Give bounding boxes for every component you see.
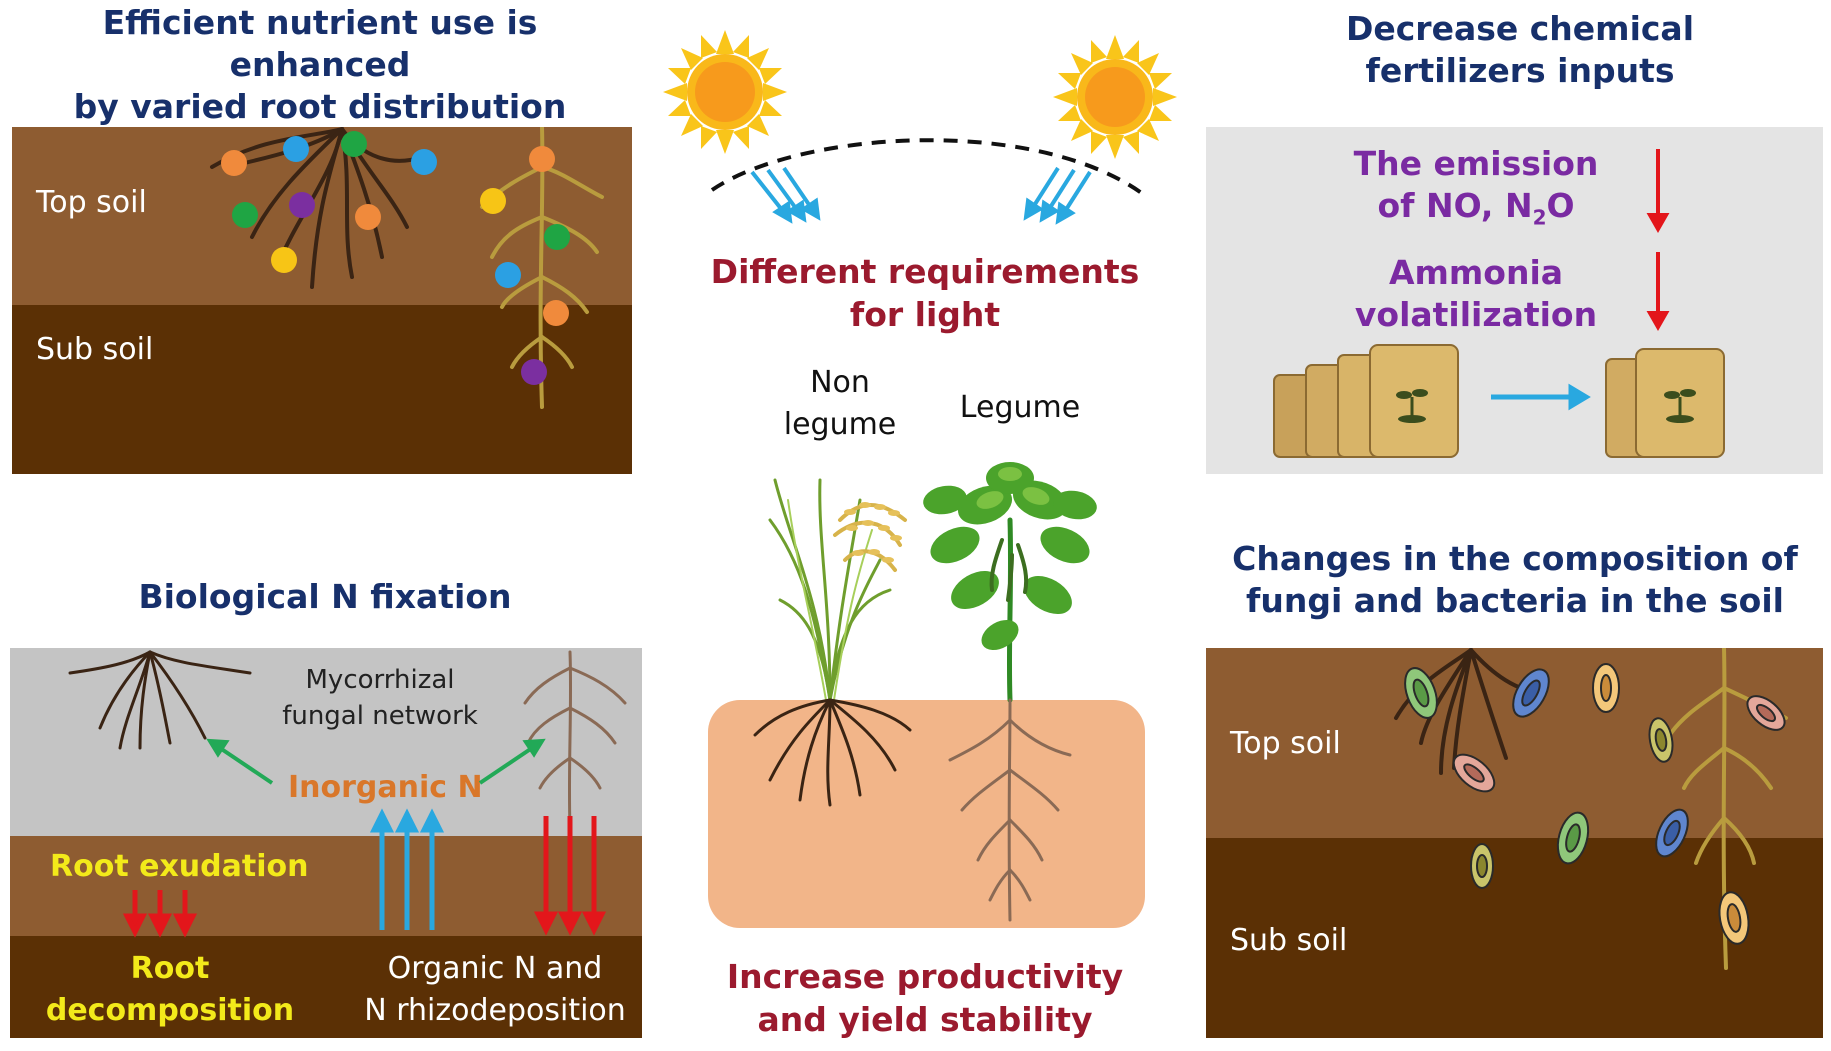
microbes-title-line1: Changes in the composition of <box>1232 539 1798 578</box>
emission-line2-prefix: of NO, N <box>1377 186 1533 225</box>
inorganic-n-arrows <box>206 738 546 785</box>
legume-label: Legume <box>959 390 1081 425</box>
exudation-down-arrows <box>122 890 198 938</box>
light-arrows-right <box>1023 166 1092 225</box>
sun-icon-left <box>663 30 787 154</box>
fertilizer-panel: The emission of NO, N2O Ammonia volatili… <box>1206 127 1823 474</box>
nutrient-title-line1: Efficient nutrient use is enhanced <box>102 3 538 84</box>
emission-subscript: 2 <box>1532 205 1547 230</box>
bacterium-olive <box>1648 717 1674 763</box>
light-label-line2: for light <box>849 295 1001 334</box>
fertilizer-title-line2: fertilizers inputs <box>1365 51 1675 90</box>
organic-line2: N rhizodeposition <box>364 993 626 1028</box>
uptake-up-arrows <box>369 808 445 930</box>
nfixation-panel: Mycorrhizal fungal network Inorganic N R… <box>10 648 642 1038</box>
non-legume-label: Non legume <box>760 362 920 446</box>
nfix-topsoil-layer <box>10 836 642 936</box>
light-label-line1: Different requirements <box>710 252 1140 291</box>
bacterium-pink-right <box>1746 695 1786 731</box>
root-decomposition-label: Root decomposition <box>35 948 305 1032</box>
sun-path-arc <box>710 138 1149 199</box>
fertilizer-title: Decrease chemical fertilizers inputs <box>1270 8 1770 92</box>
nutrient-title: Efficient nutrient use is enhanced by va… <box>20 2 620 128</box>
tap-root-icon <box>523 650 627 830</box>
light-arrows-left <box>750 166 821 224</box>
bacteria-group <box>1404 663 1786 945</box>
ammonia-line1: Ammonia <box>1388 253 1564 292</box>
microbe-topsoil-label: Top soil <box>1230 726 1341 761</box>
organic-n-label: Organic N and N rhizodeposition <box>350 948 640 1032</box>
rice-plant <box>753 478 912 807</box>
fibrous-root-icon <box>68 650 252 750</box>
bacterium-blue-low <box>1655 808 1689 858</box>
subsoil-layer <box>12 305 632 474</box>
emission-suffix: O <box>1546 186 1575 225</box>
rhizodeposition-down-arrows <box>533 816 607 936</box>
yield-label-line2: and yield stability <box>757 1000 1093 1039</box>
microbes-panel: Top soil Sub soil <box>1206 648 1823 1038</box>
decrease-arrows <box>1646 149 1670 332</box>
light-requirement-label: Different requirements for light <box>700 250 1150 336</box>
subsoil-label: Sub soil <box>36 332 154 367</box>
soil-block <box>708 700 1145 928</box>
ammonia-label: Ammonia volatilization <box>1326 252 1626 336</box>
fertilizer-title-line1: Decrease chemical <box>1345 9 1695 48</box>
bacterium-orange <box>1592 663 1620 713</box>
nfixation-title: Biological N fixation <box>138 577 512 616</box>
reduction-arrow <box>1491 383 1591 411</box>
yield-label: Increase productivity and yield stabilit… <box>700 955 1150 1041</box>
bacterium-green-low <box>1556 811 1590 865</box>
fertilizer-illustration <box>1273 149 1725 458</box>
mycorrhizal-label: Mycorrhizal fungal network <box>260 662 500 734</box>
organic-line1: Organic N and <box>387 951 603 986</box>
bacterium-blue <box>1512 668 1550 718</box>
nfixation-illustration <box>68 650 627 938</box>
nutrient-particles <box>221 131 570 385</box>
root-exudation-label: Root exudation <box>50 849 309 884</box>
non-legume-line2: legume <box>783 407 897 442</box>
microbe-subsoil-layer <box>1206 838 1823 1038</box>
root-decomp-line1: Root <box>130 951 210 986</box>
bacterium-olive-low <box>1470 843 1494 889</box>
microbe-fibrous-roots <box>1394 648 1538 775</box>
sun-icon-right <box>1053 35 1177 159</box>
legume-plant <box>923 462 1097 922</box>
nutrient-title-line2: by varied root distribution <box>73 87 567 126</box>
inorganic-n-label: Inorganic N <box>288 770 483 805</box>
yield-label-line1: Increase productivity <box>726 957 1124 996</box>
fertilizer-bags-few <box>1605 348 1725 458</box>
emission-label: The emission of NO, N2O <box>1326 143 1626 239</box>
root-distribution-illustration <box>210 127 604 409</box>
non-legume-line1: Non <box>810 365 870 400</box>
emission-line2: of NO, N2O <box>1326 185 1626 239</box>
bacterium-green <box>1404 667 1438 719</box>
topsoil-label: Top soil <box>36 185 147 220</box>
microbes-title-line2: fungi and bacteria in the soil <box>1246 581 1784 620</box>
nutrient-panel: Top soil Sub soil <box>12 127 632 474</box>
microbes-illustration <box>1394 648 1788 970</box>
ammonia-line2: volatilization <box>1354 295 1598 334</box>
mycorrhizal-line2: fungal network <box>282 701 478 731</box>
mycorrhizal-line1: Mycorrhizal <box>305 665 455 695</box>
nfix-subsoil-layer <box>10 936 642 1038</box>
bacterium-orange-low <box>1718 891 1750 945</box>
microbe-topsoil-layer <box>1206 648 1823 838</box>
fertilizer-bags-many <box>1273 344 1459 458</box>
microbe-subsoil-label: Sub soil <box>1230 923 1348 958</box>
bacterium-pink <box>1452 753 1496 793</box>
microbes-title: Changes in the composition of fungi and … <box>1220 538 1810 622</box>
emission-line1: The emission <box>1353 144 1599 183</box>
root-decomp-line2: decomposition <box>45 993 295 1028</box>
